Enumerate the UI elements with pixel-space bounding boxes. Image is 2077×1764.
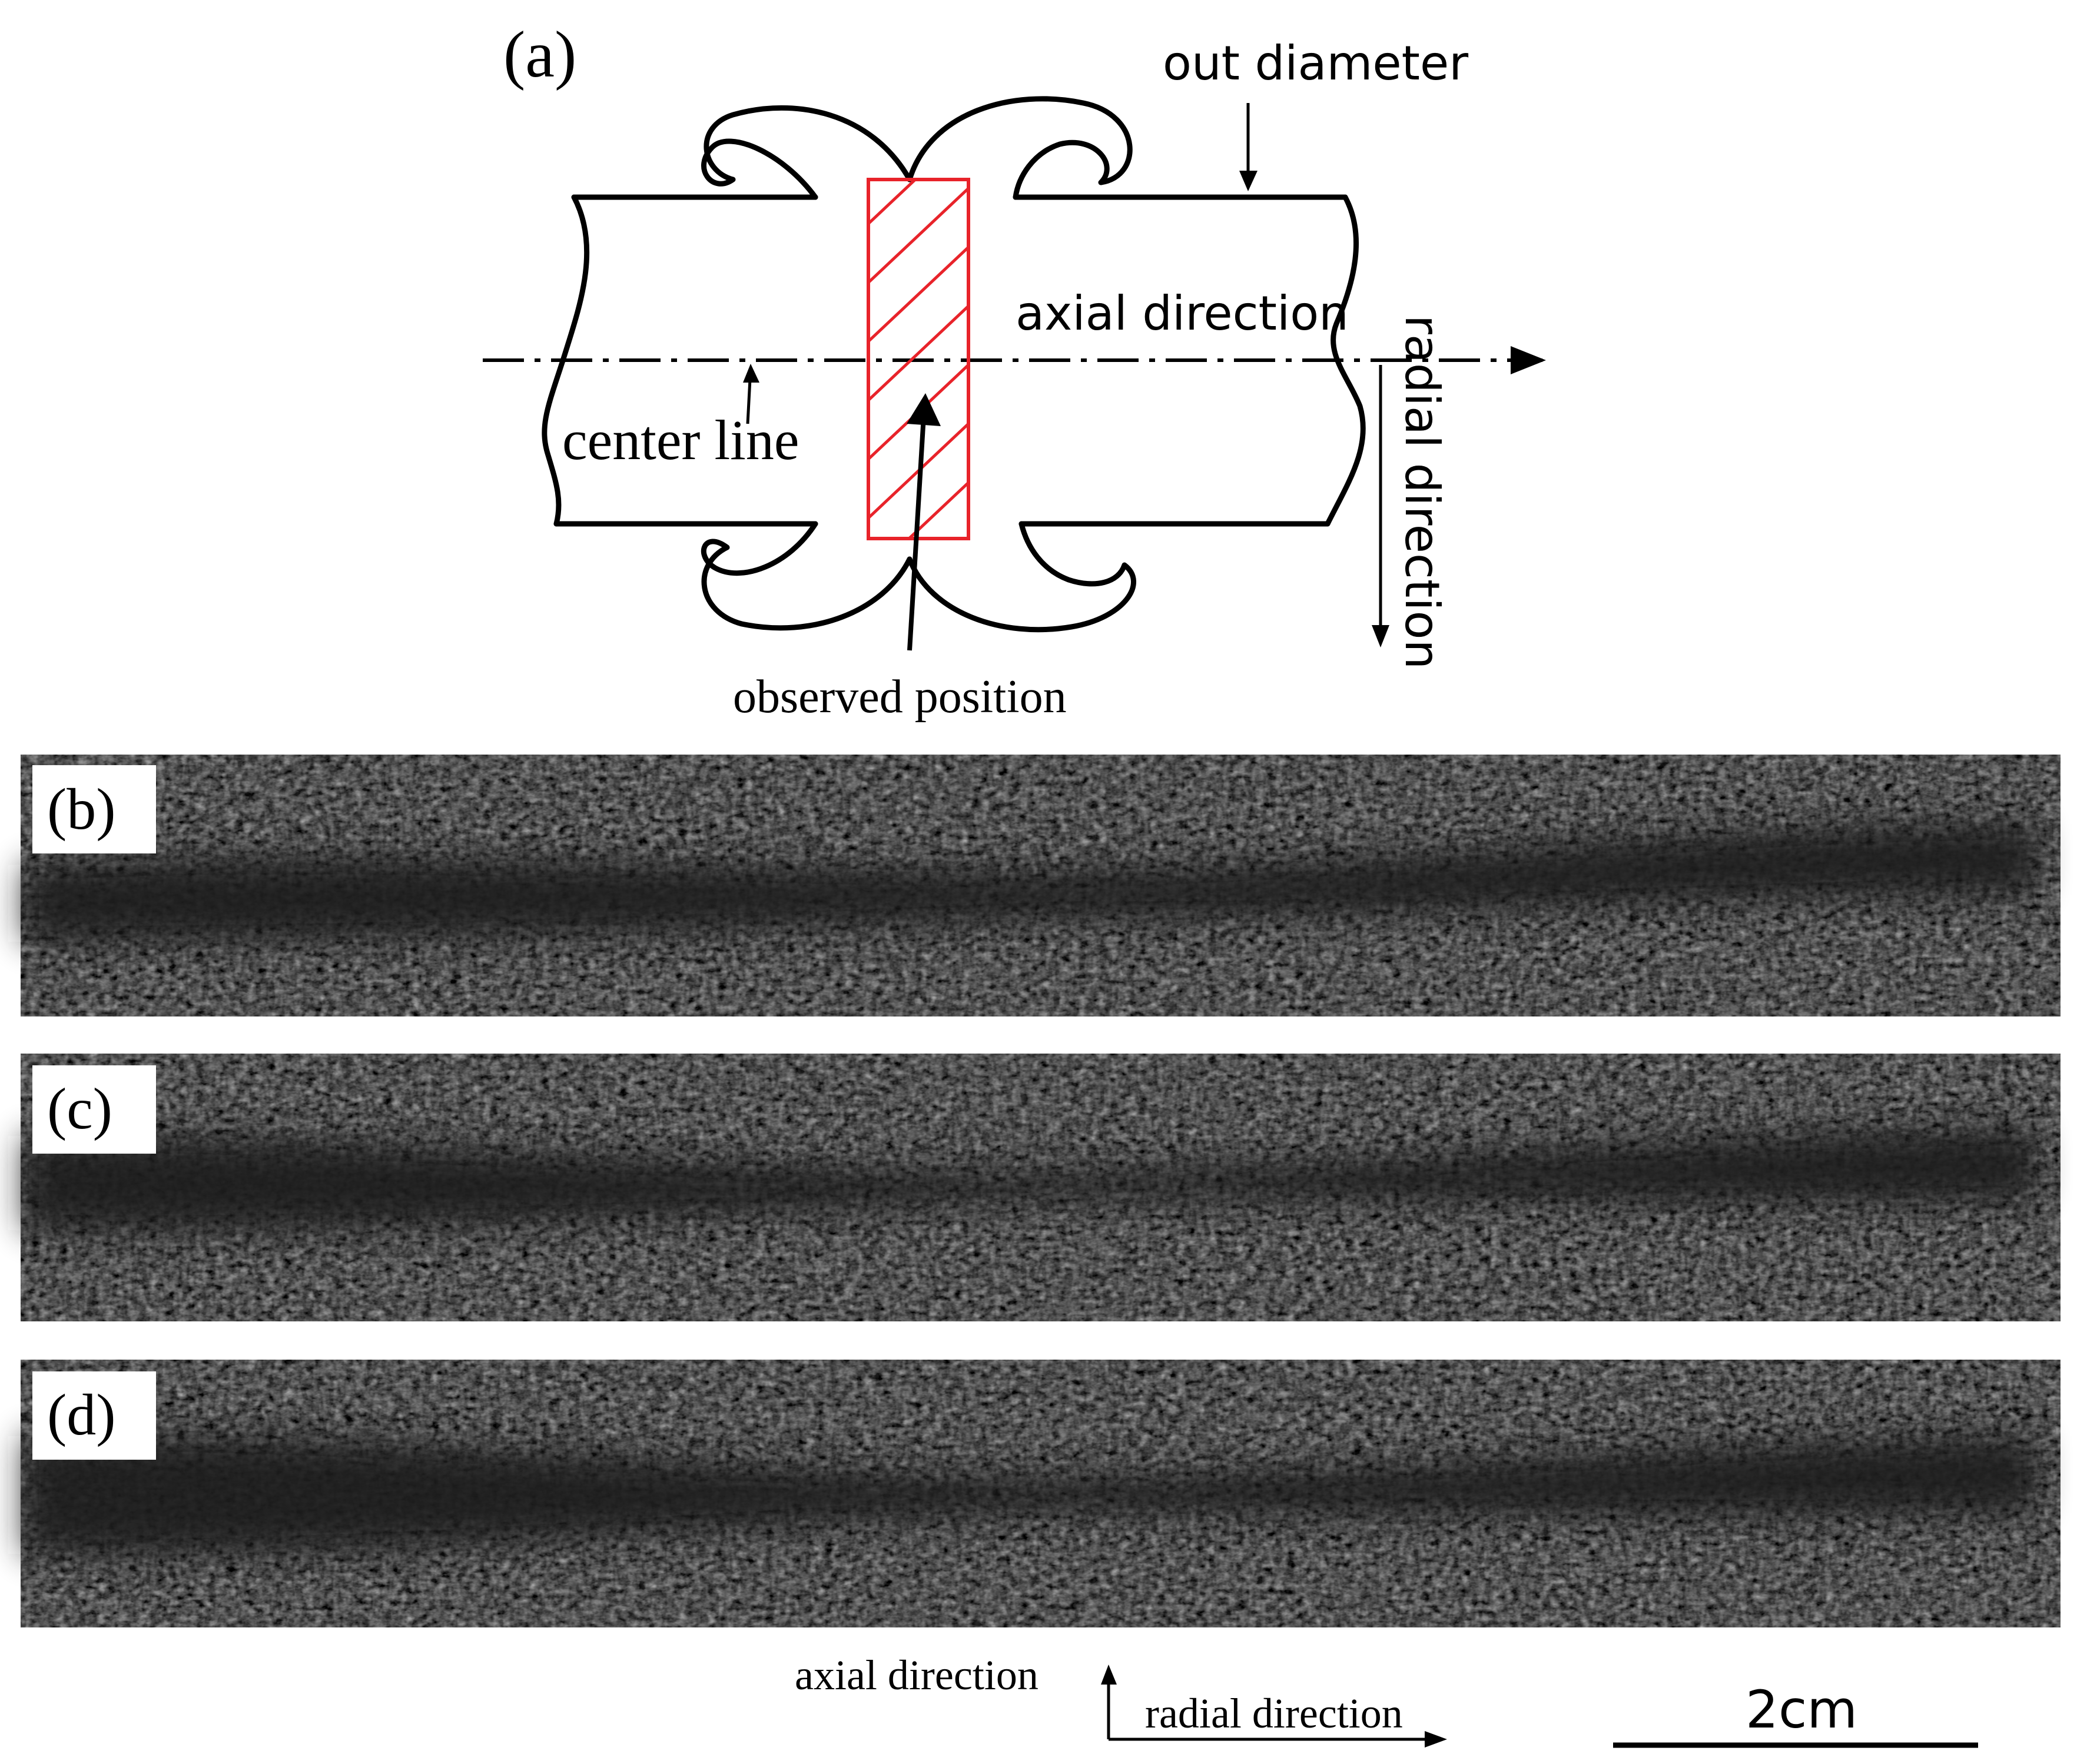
panel-c-label: (c) [47,1076,112,1141]
axial-direction-label: axial direction [1016,286,1349,341]
center-line-label: center line [562,408,799,471]
observed-position-arrow [907,406,927,651]
panel-a-schematic: (a) [483,18,1546,723]
out-diameter-label: out diameter [1163,36,1468,91]
dark-band-d [24,1436,2037,1554]
radial-direction-label: radial direction [1395,315,1449,669]
micrograph-panel-b: (b) [21,755,2061,1016]
dark-band-c [24,1130,2037,1231]
panel-b-label: (b) [47,776,116,842]
micrograph-panel-d: (d) [21,1360,2061,1627]
orientation-legend: axial direction radial direction 2cm [795,1652,1978,1748]
bottom-radial-direction-label: radial direction [1145,1690,1403,1737]
bottom-axial-direction-label: axial direction [795,1652,1038,1699]
scale-bar-label: 2cm [1746,1679,1857,1740]
panel-d-label: (d) [47,1382,116,1447]
observed-region [867,178,970,540]
observed-position-label: observed position [733,671,1067,723]
dark-band-b [24,824,2037,942]
micrograph-panel-c: (c) [21,1054,2061,1321]
panel-a-label: (a) [503,18,576,91]
